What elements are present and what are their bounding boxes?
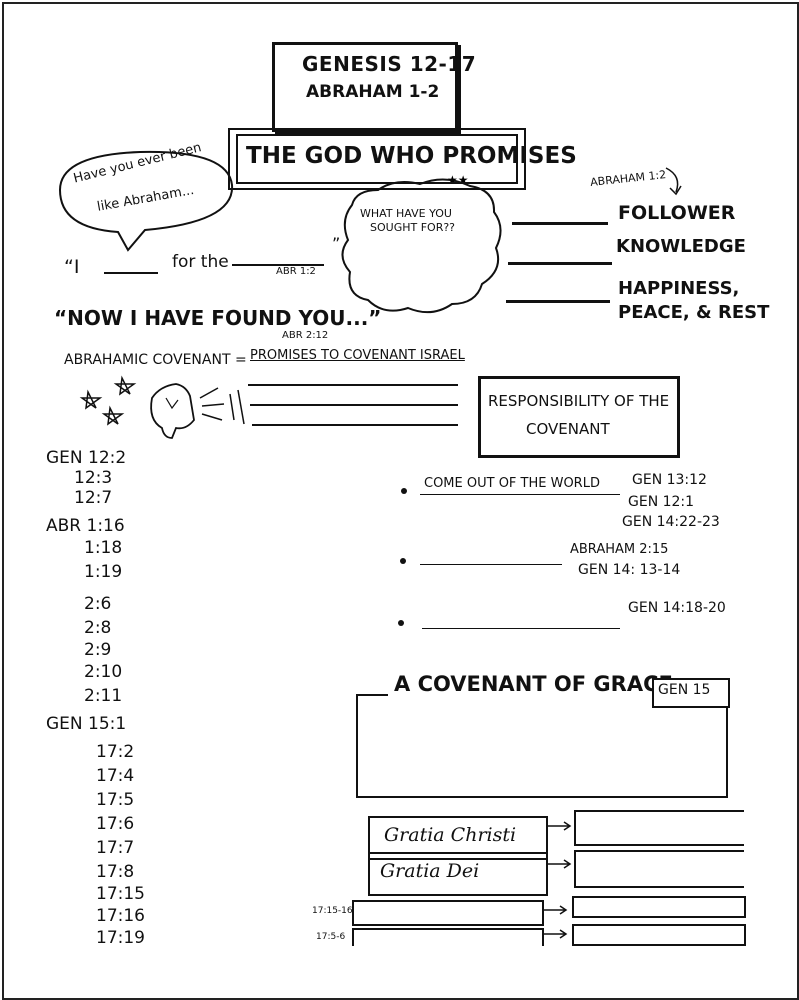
ref-2-8: 2:8 [84, 618, 112, 638]
bullet-2-ref-1: ABRAHAM 2:15 [570, 542, 669, 557]
covenant-promises: PROMISES TO COVENANT ISRAEL [250, 348, 465, 363]
covenant-line-2 [250, 404, 458, 406]
ref-abr-1-16: ABR 1:16 [46, 516, 125, 536]
grace-ref-box [652, 678, 730, 708]
bullet-dot-1 [401, 488, 407, 494]
covenant-line-1 [248, 384, 458, 386]
ref-12-7: 12:7 [74, 488, 113, 508]
sought-line-1 [512, 222, 608, 225]
bullet-dot-3 [398, 620, 404, 626]
cloud-text-1: WHAT HAVE YOU [360, 207, 452, 220]
blank-i: “I [64, 256, 80, 278]
sought-line-2 [508, 262, 612, 265]
responsibility-line-1: RESPONSIBILITY OF THE [488, 392, 670, 410]
responsibility-line-2: COVENANT [526, 420, 610, 438]
ref-17-7: 17:7 [96, 838, 135, 858]
found-quote-ref: ABR 2:12 [282, 330, 329, 341]
ref-17-2: 17:2 [96, 742, 135, 762]
ref-17-8: 17:8 [96, 862, 135, 882]
theme-box-inner [236, 134, 518, 184]
ref-17-19: 17:19 [96, 928, 145, 948]
answer-box-3 [352, 900, 544, 926]
grace-ref: GEN 15 [658, 682, 711, 698]
title-line-2: ABRAHAM 1-2 [306, 82, 440, 102]
ref-2-6: 2:6 [84, 594, 112, 614]
bullet-2-ref-2: GEN 14: 13-14 [578, 562, 681, 578]
ref-gen-15-1: GEN 15:1 [46, 714, 127, 734]
gratia-dei-text: Gratia Dei [380, 860, 480, 882]
ref-12-3: 12:3 [74, 468, 113, 488]
grace-box [356, 694, 728, 798]
gratia-dei-box [368, 852, 548, 896]
answer-box-5 [352, 928, 544, 946]
bullet-2-line [420, 564, 562, 565]
answer-box-2 [574, 850, 744, 888]
title-line-1: GENESIS 12-17 [302, 52, 477, 76]
bullet-1-ref-2: GEN 12:1 [628, 494, 695, 510]
small-ref-2: 17:5-6 [316, 932, 346, 942]
found-quote: “NOW I HAVE FOUND YOU...” [54, 306, 382, 330]
gratia-christi-text: Gratia Christi [384, 824, 517, 846]
ref-17-15: 17:15 [96, 884, 145, 904]
bullet-1-text: COME OUT OF THE WORLD [424, 476, 600, 491]
blank-ref: ABR 1:2 [276, 266, 316, 277]
ref-17-5: 17:5 [96, 790, 135, 810]
bullet-dot-2 [400, 558, 406, 564]
grace-title: A COVENANT OF GRACE [388, 672, 679, 696]
sought-item-knowledge: KNOWLEDGE [616, 236, 746, 257]
answer-box-1 [574, 810, 744, 846]
ref-1-18: 1:18 [84, 538, 123, 558]
curved-arrow-icon [665, 167, 679, 193]
cloud-shape [341, 178, 502, 314]
blank-close-quote: ” [332, 234, 341, 253]
ref-2-9: 2:9 [84, 640, 112, 660]
sought-line-3 [506, 300, 610, 303]
ref-2-11: 2:11 [84, 686, 123, 706]
bullet-3-line [422, 628, 620, 629]
bullet-1-underline [420, 494, 620, 495]
speech-bubble-shape [58, 150, 234, 252]
cloud-text-2: SOUGHT FOR?? [370, 221, 456, 234]
ref-17-4: 17:4 [96, 766, 135, 786]
sought-item-follower: FOLLOWER [618, 202, 736, 224]
bullet-3-ref-1: GEN 14:18-20 [628, 600, 726, 616]
ref-gen-12-2: GEN 12:2 [46, 448, 127, 468]
sought-item-happiness: HAPPINESS, [618, 278, 740, 299]
theme-title: THE GOD WHO PROMISES [246, 143, 577, 169]
ref-1-19: 1:19 [84, 562, 123, 582]
gratia-christi-box [368, 816, 548, 860]
title-box [272, 42, 458, 132]
ref-2-10: 2:10 [84, 662, 123, 682]
covenant-label: ABRAHAMIC COVENANT = [64, 352, 247, 368]
star-doodle-icons [79, 375, 137, 426]
blank-line-2 [232, 264, 324, 266]
map-doodle-icon [150, 383, 195, 439]
answer-box-6 [572, 924, 746, 946]
responsibility-box [478, 376, 680, 458]
rays-icon [199, 387, 245, 425]
covenant-line-3 [252, 424, 458, 426]
bullet-1-ref-1: GEN 13:12 [632, 472, 707, 488]
small-ref-1: 17:15-16 [312, 906, 353, 916]
bullet-1-ref-3: GEN 14:22-23 [622, 514, 720, 530]
theme-box-outer [228, 128, 526, 190]
answer-box-4 [572, 896, 746, 918]
arrow-icons [544, 821, 572, 939]
sought-item-peace-rest: PEACE, & REST [618, 302, 770, 323]
blank-line-1 [104, 272, 158, 274]
blank-for-the: for the [172, 252, 229, 272]
ref-17-6: 17:6 [96, 814, 135, 834]
ref-17-16: 17:16 [96, 906, 145, 926]
